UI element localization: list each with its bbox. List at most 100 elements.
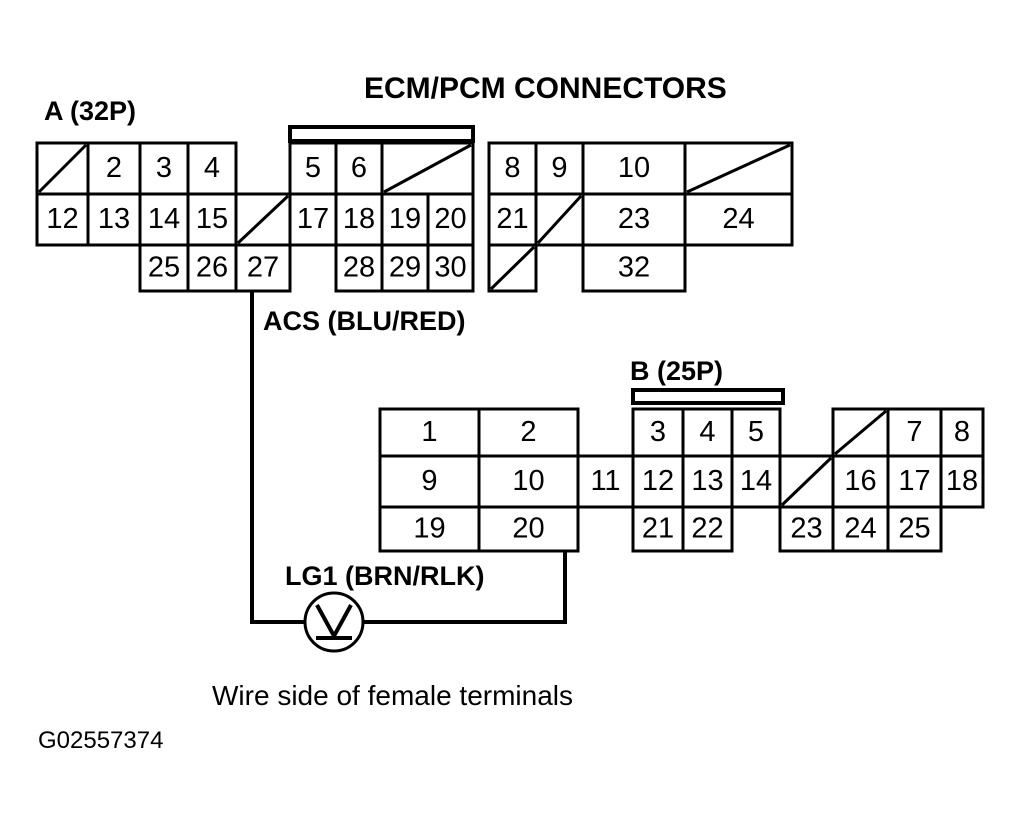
connector-A-cell-3[interactable]: 3	[138, 141, 190, 196]
connector-B-cell-9[interactable]: 9	[378, 454, 481, 509]
connector-A-cell-2[interactable]: 2	[86, 141, 142, 196]
blank-cell-diagonal	[383, 143, 472, 194]
connector-B-cell-1[interactable]: 1	[378, 407, 481, 458]
connector-B-cell-24[interactable]: 24	[831, 505, 890, 553]
connector-B-cell-20[interactable]: 20	[477, 505, 580, 553]
connector-A-label: A (32P)	[44, 96, 136, 126]
connector-B-cell-11[interactable]: 11	[576, 454, 635, 509]
connector-A-cell-26[interactable]: 26	[186, 243, 238, 293]
connector-A-cell-21[interactable]: 21	[487, 192, 538, 247]
figure-code: G02557374	[38, 727, 163, 754]
pin-number: 6	[351, 152, 367, 184]
pin-number: 12	[642, 465, 674, 497]
pin-number: 20	[512, 513, 544, 545]
connector-A-cell-28[interactable]: 28	[334, 243, 384, 293]
connector-A-cell-18[interactable]: 18	[334, 192, 384, 247]
pin-number: 12	[46, 203, 78, 235]
connector-A-cell-6[interactable]: 6	[334, 141, 384, 196]
pin-number: 19	[413, 513, 445, 545]
connector-A-cell-14[interactable]: 14	[138, 192, 190, 247]
pin-number: 9	[421, 465, 437, 497]
pin-number: 10	[512, 465, 544, 497]
cell-outline	[886, 505, 943, 553]
connector-A-cell-blank[interactable]	[487, 243, 538, 293]
connector-A-cell-25[interactable]: 25	[138, 243, 190, 293]
blank-cell-diagonal	[686, 143, 791, 194]
connector-A-cell-blank[interactable]	[683, 141, 794, 196]
connector-B-cell-5[interactable]: 5	[730, 407, 782, 458]
connector-A-cell-8[interactable]: 8	[487, 141, 538, 196]
pin-number: 21	[496, 203, 528, 235]
pin-number: 1	[421, 416, 437, 448]
connector-B-cell-12[interactable]: 12	[631, 454, 685, 509]
pin-number: 18	[946, 465, 978, 497]
pin-number: 13	[98, 203, 130, 235]
wire-lg1	[363, 551, 567, 624]
pin-number: 24	[844, 513, 876, 545]
pin-number: 2	[106, 152, 122, 184]
connector-A-cell-13[interactable]: 13	[86, 192, 142, 247]
pin-number: 21	[642, 513, 674, 545]
blank-cell-diagonal	[780, 456, 833, 507]
connector-A-cell-27[interactable]: 27	[234, 243, 292, 293]
connector-B-cell-25[interactable]: 25	[886, 505, 943, 553]
pin-number: 15	[196, 203, 228, 235]
connector-A-cell-24[interactable]: 24	[683, 192, 794, 247]
cell-outline	[683, 192, 794, 247]
blank-cell-diagonal	[489, 245, 536, 291]
connector-B-cell-blank[interactable]	[831, 407, 890, 458]
pin-number: 22	[691, 513, 723, 545]
cell-box	[186, 192, 238, 247]
pin-number: 8	[954, 416, 970, 448]
connector-B-cell-8[interactable]: 8	[939, 407, 985, 458]
ground-symbol[interactable]	[303, 591, 365, 653]
connector-A-cell-17[interactable]: 17	[288, 192, 338, 247]
connector-A-cell-15[interactable]: 15	[186, 192, 238, 247]
pin-number: 23	[618, 203, 650, 235]
connector-A-cell-5[interactable]: 5	[288, 141, 338, 196]
connector-A-cell-12[interactable]: 12	[35, 192, 90, 247]
connector-B-cell-13[interactable]: 13	[681, 454, 734, 509]
connector-B-cell-14[interactable]: 14	[730, 454, 782, 509]
connector-A-cell-20[interactable]: 20	[426, 192, 475, 247]
connector-B-cell-23[interactable]: 23	[778, 505, 835, 553]
connector-A-cell-blank[interactable]	[35, 141, 90, 196]
connector-A-cell-10[interactable]: 10	[581, 141, 687, 196]
connector-B-cell-17[interactable]: 17	[886, 454, 943, 509]
wire-acs	[250, 291, 305, 624]
pin-number: 14	[740, 465, 772, 497]
pin-number: 30	[434, 252, 466, 284]
pin-number: 16	[844, 465, 876, 497]
pin-number: 13	[691, 465, 723, 497]
pin-number: 32	[618, 252, 650, 284]
connector-B-cell-4[interactable]: 4	[681, 407, 734, 458]
connector-B-cell-3[interactable]: 3	[631, 407, 685, 458]
pin-number: 19	[389, 203, 421, 235]
connector-A-cell-blank[interactable]	[380, 141, 475, 196]
connector-B-cell-18[interactable]: 18	[939, 454, 985, 509]
connector-A-cell-4[interactable]: 4	[186, 141, 238, 196]
connector-A-cell-32[interactable]: 32	[581, 243, 687, 293]
connector-A-cell-blank[interactable]	[234, 192, 292, 247]
connector-B-cell-2[interactable]: 2	[477, 407, 580, 458]
connector-B-cell-21[interactable]: 21	[631, 505, 685, 553]
connector-A-cell-19[interactable]: 19	[380, 192, 430, 247]
connector-A-cell-blank[interactable]	[534, 192, 585, 247]
connector-B-cell-7[interactable]: 7	[886, 407, 943, 458]
connector-A-cell-30[interactable]: 30	[426, 243, 475, 293]
connector-A-cell-29[interactable]: 29	[380, 243, 430, 293]
cell-box	[681, 407, 734, 458]
connector-B-cell-16[interactable]: 16	[831, 454, 890, 509]
connector-B-cell-22[interactable]: 22	[681, 505, 734, 553]
connector-A-cell-23[interactable]: 23	[581, 192, 687, 247]
connector-B-cell-19[interactable]: 19	[378, 505, 481, 553]
connector-B-cell-blank[interactable]	[778, 454, 835, 509]
pin-number: 9	[551, 152, 567, 184]
connector-B-cell-10[interactable]: 10	[477, 454, 580, 509]
connector-A-cell-9[interactable]: 9	[534, 141, 585, 196]
pin-number: 7	[906, 416, 922, 448]
pin-number: 3	[650, 416, 666, 448]
